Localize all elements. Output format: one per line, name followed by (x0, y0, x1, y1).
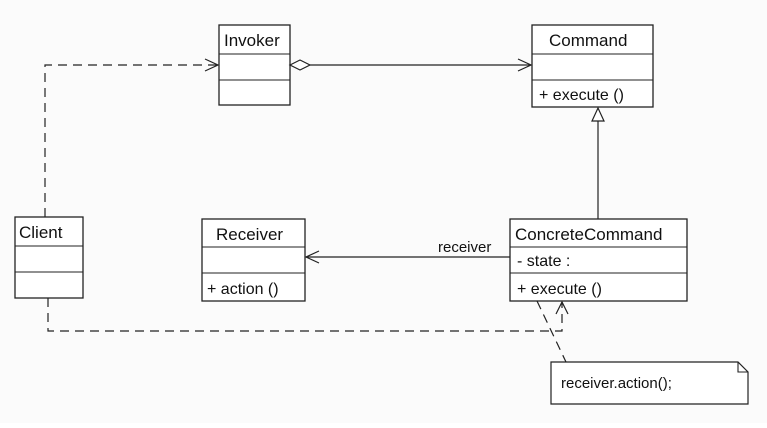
class-receiver[interactable]: Receiver + action () (201, 218, 306, 302)
dependency-client-invoker (44, 58, 220, 217)
class-name-receiver: Receiver (216, 225, 283, 244)
note-fold-icon (737, 362, 748, 373)
generalization-concrete-to-command (591, 106, 605, 219)
class-invoker[interactable]: Invoker (218, 24, 291, 106)
class-name-invoker: Invoker (224, 31, 280, 50)
open-arrowhead-icon (304, 250, 320, 264)
class-name-command: Command (549, 31, 627, 50)
open-arrowhead-icon (555, 300, 569, 315)
open-arrowhead-icon (517, 58, 533, 72)
operation-action: + action () (207, 281, 279, 298)
aggregation-diamond-icon (288, 59, 312, 71)
note-text: receiver.action(); (561, 375, 672, 392)
aggregation-invoker-command (288, 58, 533, 72)
class-name-client: Client (19, 223, 63, 242)
note-receiver-action[interactable]: receiver.action(); (550, 361, 749, 405)
dependency-client-concrete (47, 298, 569, 332)
class-command[interactable]: Command + execute () (531, 24, 654, 108)
note-anchor-line (536, 300, 567, 363)
operation-execute-command: + execute () (539, 87, 624, 104)
class-concrete-command[interactable]: ConcreteCommand - state : + execute () (509, 218, 688, 302)
operation-execute-concrete: + execute () (517, 281, 602, 298)
open-arrowhead-icon (204, 58, 220, 72)
association-concrete-receiver: receiver (304, 239, 510, 264)
attribute-state: - state : (517, 253, 570, 270)
class-client[interactable]: Client (14, 216, 84, 299)
class-name-concrete-command: ConcreteCommand (515, 225, 662, 244)
role-label-receiver: receiver (438, 239, 491, 256)
inheritance-triangle-icon (591, 106, 605, 122)
